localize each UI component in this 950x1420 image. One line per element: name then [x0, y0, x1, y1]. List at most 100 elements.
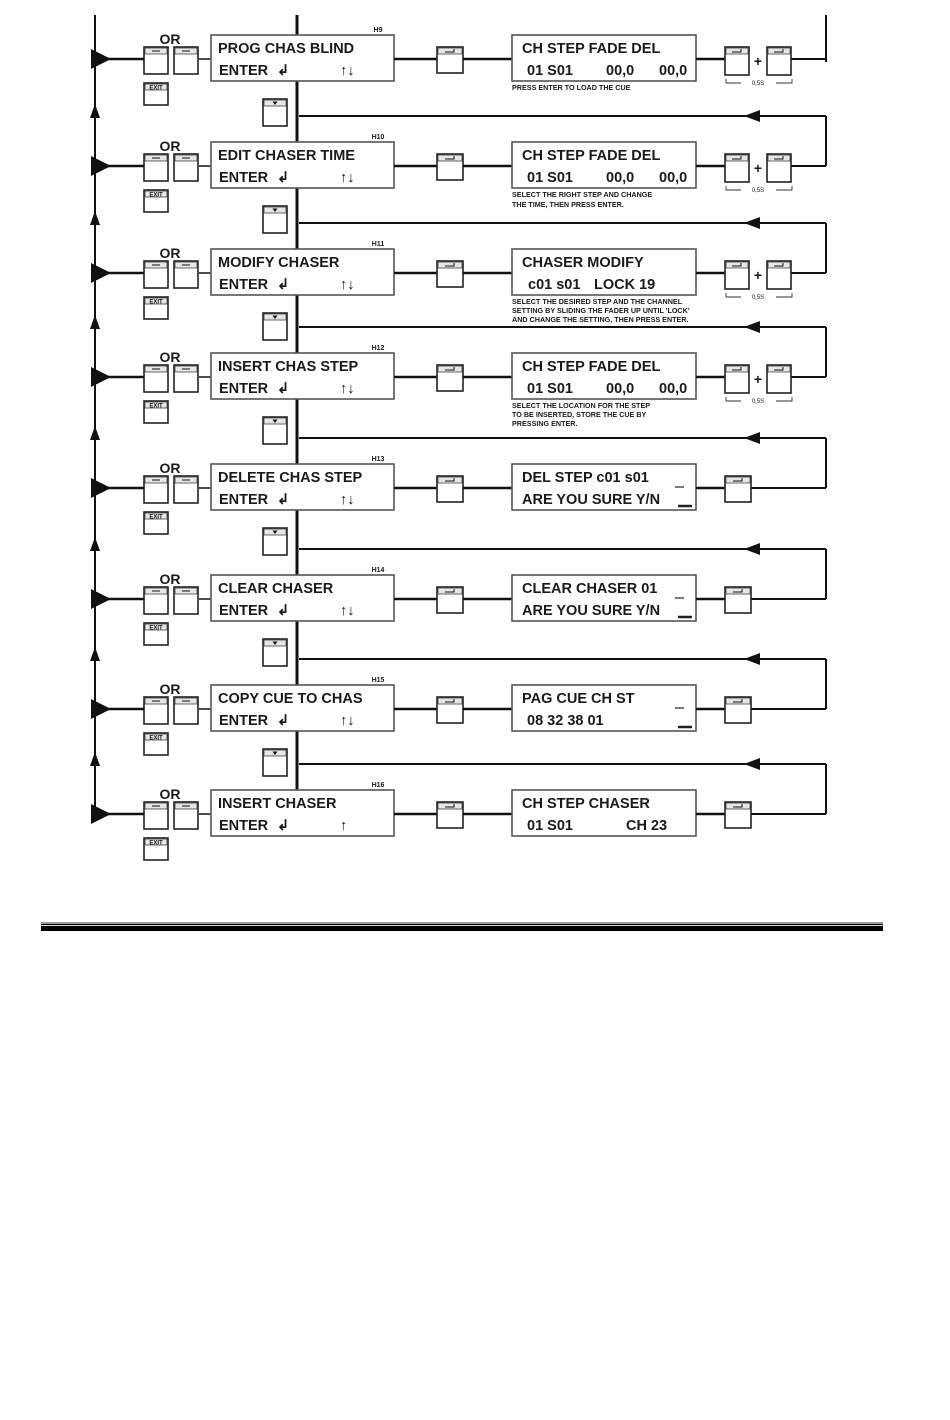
enter-key[interactable]	[436, 46, 464, 74]
down-key[interactable]	[262, 527, 288, 556]
enter-key[interactable]	[436, 475, 464, 503]
confirm-enter-key[interactable]	[724, 696, 752, 724]
enter-key-second[interactable]	[766, 260, 792, 290]
confirm-enter-key[interactable]	[724, 475, 752, 503]
display-lcd-box	[511, 248, 697, 296]
enter-key-first[interactable]	[724, 153, 750, 183]
instruction-note: SELECT THE DESIRED STEP AND THE CHANNEL	[512, 297, 683, 306]
enter-key[interactable]	[436, 801, 464, 829]
enter-icon	[445, 699, 455, 703]
enter-key[interactable]	[436, 153, 464, 181]
menu-lcd-box	[210, 574, 395, 622]
plus-symbol: +	[754, 53, 762, 69]
prev-menu-key[interactable]	[143, 475, 169, 504]
enter-key-cap	[437, 47, 463, 55]
prev-menu-key[interactable]	[143, 586, 169, 615]
menu-title: INSERT CHASER	[218, 796, 337, 812]
instruction-note: TO BE INSERTED, STORE THE CUE BY	[512, 410, 647, 419]
arrow-down-icon	[272, 751, 278, 755]
left-arrow-icon	[744, 432, 760, 444]
or-label: OR	[160, 245, 181, 261]
down-key[interactable]	[262, 98, 288, 127]
down-key[interactable]	[262, 416, 288, 445]
menu-title: DELETE CHAS STEP	[218, 470, 363, 486]
down-key[interactable]	[262, 312, 288, 341]
down-key[interactable]	[262, 638, 288, 667]
menu-lcd-box	[210, 684, 395, 732]
next-menu-key[interactable]	[173, 801, 199, 830]
left-arrow-icon	[744, 653, 760, 665]
prev-menu-key[interactable]	[143, 46, 169, 75]
next-menu-key[interactable]	[173, 364, 199, 393]
enter-key-cap	[437, 365, 463, 373]
menu-enter-label: ENTER	[219, 381, 269, 397]
enter-key-second-cap	[767, 47, 791, 55]
down-key[interactable]	[262, 748, 288, 777]
up-down-arrows-icon: ↑↓	[340, 170, 355, 186]
exit-key[interactable]: EXIT	[143, 400, 169, 424]
up-arrow-icon	[90, 104, 100, 118]
enter-key[interactable]	[436, 364, 464, 392]
menu-code: H9	[374, 27, 383, 34]
exit-key[interactable]: EXIT	[143, 837, 169, 861]
exit-key-label: EXIT	[149, 85, 163, 91]
prev-menu-key[interactable]	[143, 364, 169, 393]
prev-menu-key[interactable]	[143, 260, 169, 289]
next-menu-key[interactable]	[173, 696, 199, 725]
hold-bracket-right	[776, 79, 793, 84]
confirm-enter-key[interactable]	[724, 586, 752, 614]
enter-key-cap	[437, 261, 463, 269]
up-down-arrows-icon: ↑	[340, 818, 347, 834]
enter-key[interactable]	[436, 696, 464, 724]
exit-key-cap	[144, 190, 168, 198]
exit-key-label: EXIT	[149, 514, 163, 520]
next-menu-key[interactable]	[173, 46, 199, 75]
prev-menu-key[interactable]	[143, 801, 169, 830]
left-arrow-icon	[744, 110, 760, 122]
exit-key-cap	[144, 512, 168, 520]
menu-code: H16	[372, 782, 385, 789]
prev-menu-key[interactable]	[143, 153, 169, 182]
up-down-arrows-icon: ↑↓	[340, 603, 355, 619]
enter-key-second[interactable]	[766, 364, 792, 394]
display-line1: DEL STEP c01 s01	[522, 470, 649, 486]
display-lcd-box	[511, 789, 697, 837]
menu-enter-label: ENTER	[219, 713, 269, 729]
hold-bracket-left	[725, 79, 741, 84]
down-key[interactable]	[262, 205, 288, 234]
hold-time-label: 0,5S	[752, 295, 764, 301]
exit-key[interactable]: EXIT	[143, 732, 169, 756]
exit-key[interactable]: EXIT	[143, 622, 169, 646]
or-label: OR	[160, 31, 181, 47]
next-menu-key[interactable]	[173, 586, 199, 615]
confirm-enter-key[interactable]	[724, 801, 752, 829]
up-down-arrows-icon: ↑↓	[340, 713, 355, 729]
enter-key[interactable]	[436, 586, 464, 614]
display-line2-value: c01 s01	[528, 277, 580, 293]
enter-key-first[interactable]	[724, 260, 750, 290]
enter-key-first[interactable]	[724, 364, 750, 394]
or-label: OR	[160, 786, 181, 802]
enter-key-first[interactable]	[724, 46, 750, 76]
enter-key-first-cap	[725, 47, 749, 55]
enter-key-second[interactable]	[766, 46, 792, 76]
next-menu-key[interactable]	[173, 260, 199, 289]
exit-key[interactable]: EXIT	[143, 511, 169, 535]
menu-title: PROG CHAS BLIND	[218, 41, 354, 57]
exit-key[interactable]: EXIT	[143, 82, 169, 106]
exit-key-label: EXIT	[149, 840, 163, 846]
page-divider-rule	[41, 922, 883, 931]
menu-enter-label: ENTER	[219, 603, 269, 619]
prev-menu-key[interactable]	[143, 696, 169, 725]
next-menu-key[interactable]	[173, 475, 199, 504]
next-menu-key[interactable]	[173, 153, 199, 182]
display-line1: CH STEP FADE DEL	[522, 359, 660, 375]
enter-key-cap	[437, 587, 463, 595]
enter-key-second[interactable]	[766, 153, 792, 183]
enter-key[interactable]	[436, 260, 464, 288]
exit-key-label: EXIT	[149, 735, 163, 741]
instruction-note: SETTING BY SLIDING THE FADER UP UNTIL 'L…	[512, 306, 690, 315]
exit-key[interactable]: EXIT	[143, 296, 169, 320]
exit-key[interactable]: EXIT	[143, 189, 169, 213]
arrow-down-icon	[272, 101, 278, 105]
